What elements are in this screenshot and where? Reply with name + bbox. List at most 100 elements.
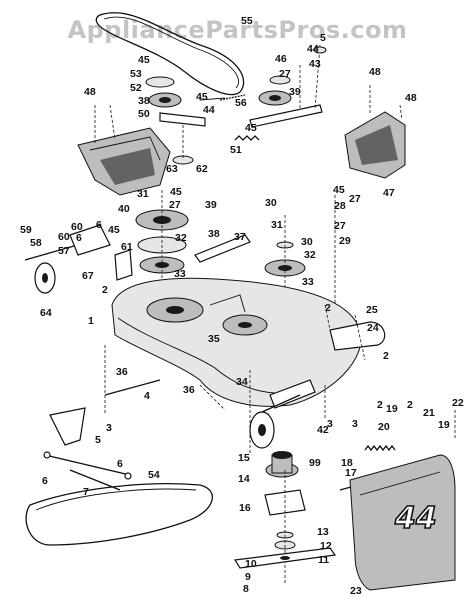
- gauge-wheel: [249, 394, 301, 449]
- callout-32: 32: [175, 232, 187, 244]
- belt-cover-49: [77, 104, 171, 196]
- callout-7: 7: [83, 486, 89, 498]
- callout-51: 51: [230, 144, 242, 156]
- callout-58: 58: [30, 237, 42, 249]
- callout-13: 13: [317, 526, 329, 538]
- callout-38: 38: [138, 95, 150, 107]
- rod-36: [199, 384, 226, 411]
- callout-28: 28: [334, 200, 346, 212]
- callout-2: 2: [377, 399, 383, 411]
- callout-67: 67: [82, 270, 94, 282]
- callout-16: 16: [239, 502, 251, 514]
- callout-14: 14: [238, 473, 250, 485]
- blade-11: [233, 547, 337, 569]
- center-pulley-stack: [135, 190, 189, 300]
- callout-64: 64: [40, 307, 52, 319]
- spindle-assembly: [264, 451, 306, 585]
- callout-8: 8: [243, 583, 249, 595]
- callout-11: 11: [318, 554, 329, 566]
- belt-54: [25, 483, 213, 546]
- callout-19: 19: [386, 403, 398, 415]
- belt-cover-47: [344, 85, 406, 179]
- callout-2: 2: [325, 302, 331, 314]
- callout-31: 31: [271, 219, 283, 231]
- callout-6: 6: [42, 475, 48, 487]
- callout-55: 55: [241, 15, 253, 27]
- callout-3: 3: [106, 422, 112, 434]
- callout-27: 27: [349, 193, 361, 205]
- linkage-5-6-7: [43, 407, 132, 491]
- callout-44: 44: [203, 104, 215, 116]
- callout-35: 35: [208, 333, 220, 345]
- callout-36: 36: [183, 384, 195, 396]
- idler-assembly-right: [249, 44, 327, 128]
- callout-45: 45: [196, 91, 208, 103]
- deck-size-label: 44: [394, 501, 437, 536]
- callout-6: 6: [76, 232, 82, 244]
- callout-38: 38: [208, 228, 220, 240]
- callout-3: 3: [327, 418, 333, 430]
- callout-30: 30: [265, 197, 277, 209]
- callout-29: 29: [339, 235, 351, 247]
- callout-45: 45: [333, 184, 345, 196]
- callout-43: 43: [309, 58, 321, 70]
- discharge-chute-23: [349, 454, 456, 591]
- callout-63: 63: [166, 163, 178, 175]
- callout-27: 27: [169, 199, 181, 211]
- callout-21: 21: [423, 407, 435, 419]
- callout-20: 20: [378, 421, 390, 433]
- callout-45: 45: [138, 54, 150, 66]
- right-pulley-stack: [264, 195, 336, 325]
- callout-47: 47: [383, 187, 395, 199]
- callout-17: 17: [345, 467, 357, 479]
- callout-24: 24: [367, 322, 379, 334]
- callout-45: 45: [170, 186, 182, 198]
- callout-2: 2: [102, 284, 108, 296]
- callout-2: 2: [383, 350, 389, 362]
- callout-6: 6: [96, 219, 102, 231]
- callout-37: 37: [234, 231, 246, 243]
- callout-42: 42: [317, 424, 329, 436]
- callout-45: 45: [108, 224, 120, 236]
- callout-10: 10: [245, 558, 257, 570]
- callout-27: 27: [279, 68, 291, 80]
- callout-3: 3: [352, 418, 358, 430]
- callout-32: 32: [304, 249, 316, 261]
- callout-99: 99: [309, 457, 321, 469]
- callout-52: 52: [130, 82, 142, 94]
- callout-5: 5: [95, 434, 101, 446]
- callout-36: 36: [116, 366, 128, 378]
- callout-48: 48: [405, 92, 417, 104]
- callout-57: 57: [58, 245, 70, 257]
- callout-19: 19: [438, 419, 450, 431]
- callout-40: 40: [118, 203, 130, 215]
- callout-56: 56: [235, 97, 247, 109]
- bracket-37: [194, 234, 251, 263]
- idler-assembly-left: [145, 76, 246, 165]
- callout-31: 31: [137, 188, 149, 200]
- callout-48: 48: [84, 86, 96, 98]
- callout-34: 34: [236, 376, 248, 388]
- callout-15: 15: [238, 452, 250, 464]
- callout-18: 18: [341, 457, 353, 469]
- callout-45: 45: [245, 122, 257, 134]
- callout-50: 50: [138, 108, 150, 120]
- callout-5: 5: [320, 32, 326, 44]
- callout-60: 60: [71, 221, 83, 233]
- callout-33: 33: [302, 276, 314, 288]
- rod-4: [104, 379, 161, 396]
- callout-46: 46: [275, 53, 287, 65]
- callout-25: 25: [366, 304, 378, 316]
- callout-6: 6: [117, 458, 123, 470]
- callout-23: 23: [350, 585, 362, 597]
- callout-22: 22: [452, 397, 464, 409]
- callout-30: 30: [301, 236, 313, 248]
- callout-48: 48: [369, 66, 381, 78]
- callout-54: 54: [148, 469, 160, 481]
- callout-59: 59: [20, 224, 32, 236]
- callout-62: 62: [196, 163, 208, 175]
- deck-bracket-24: [324, 304, 386, 361]
